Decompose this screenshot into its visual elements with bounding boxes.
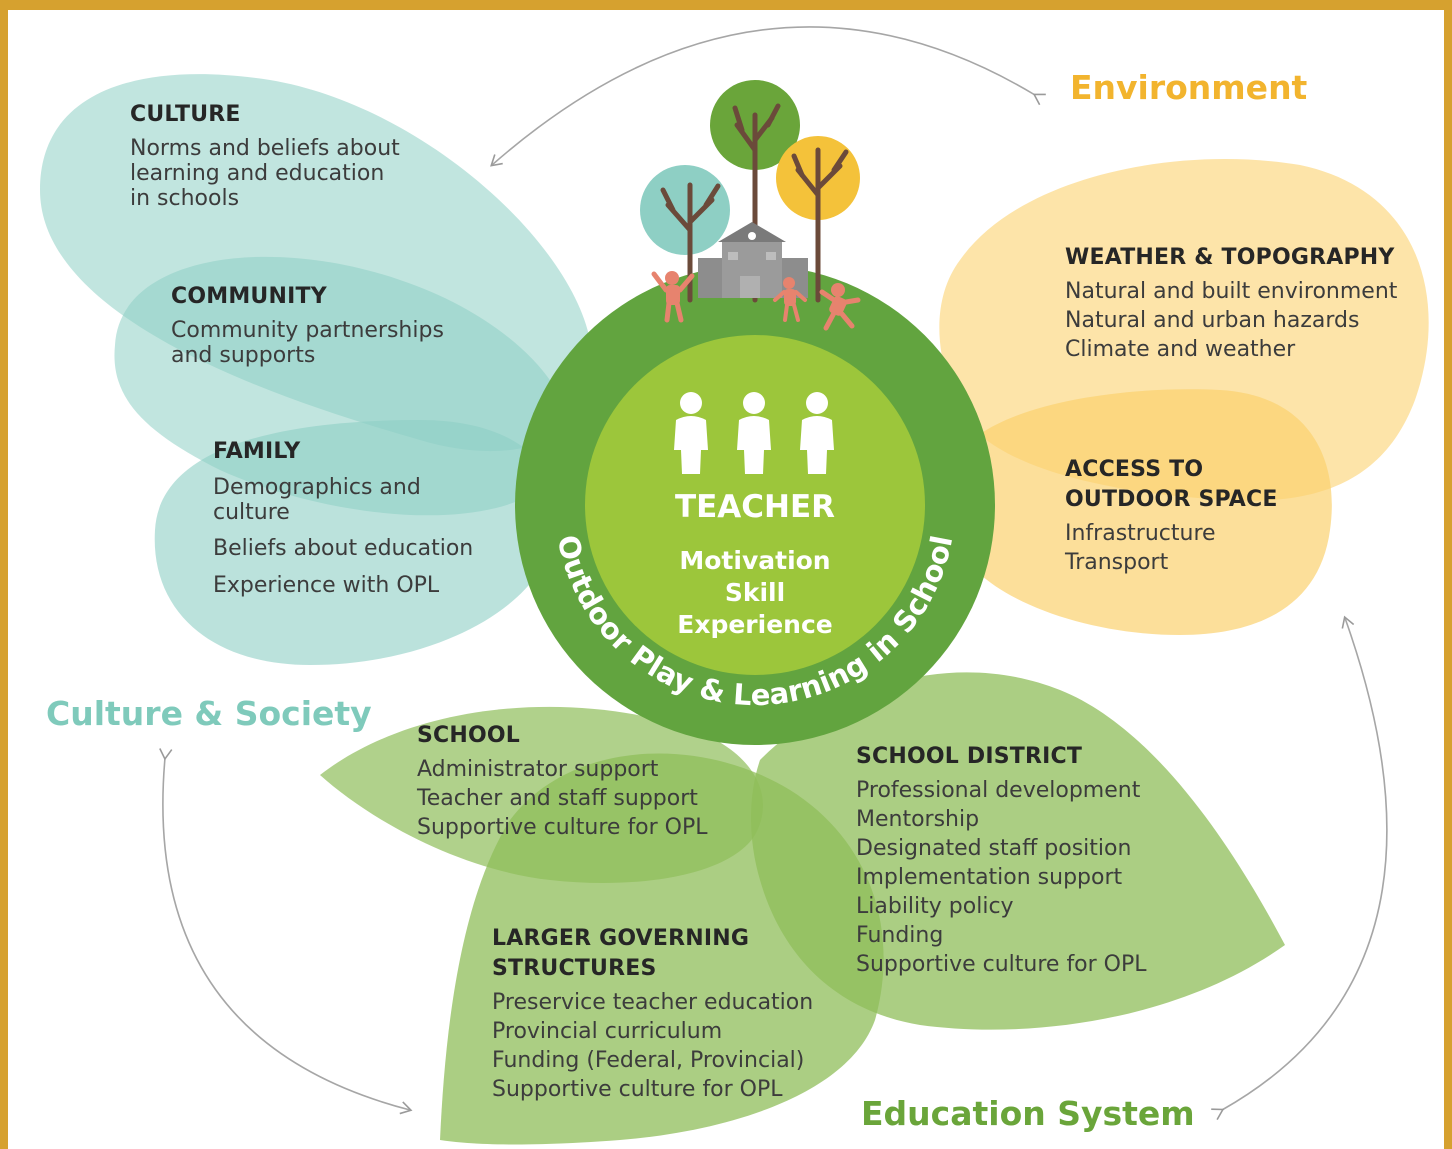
district-line: Funding: [856, 923, 944, 948]
weather-line: Natural and built environment: [1065, 279, 1398, 304]
attribute-skill: Skill: [724, 578, 786, 607]
governing-heading: STRUCTURES: [492, 956, 657, 981]
access-heading: OUTDOOR SPACE: [1065, 487, 1278, 512]
environment-petals: [939, 159, 1429, 635]
governing-line: Supportive culture for OPL: [492, 1077, 783, 1102]
attribute-experience: Experience: [677, 610, 833, 639]
school-block: SCHOOL Administrator support Teacher and…: [417, 721, 708, 842]
culture-line: in schools: [130, 186, 240, 211]
community-line: and supports: [171, 343, 316, 368]
family-block: FAMILY Demographics and culture Beliefs …: [213, 437, 473, 598]
access-line: Transport: [1065, 550, 1169, 575]
petal-access: [948, 389, 1332, 635]
teacher-attributes: Motivation Skill Experience: [655, 545, 855, 641]
weather-heading: WEATHER & TOPOGRAPHY: [1065, 245, 1395, 270]
district-line: Professional development: [856, 778, 1141, 803]
access-block: ACCESS TO OUTDOOR SPACE Infrastructure T…: [1065, 455, 1278, 577]
person-icon: [737, 392, 771, 474]
school-line: Supportive culture for OPL: [417, 815, 708, 840]
culture-heading: CULTURE: [130, 102, 241, 127]
school-heading: SCHOOL: [417, 723, 521, 748]
hilltop-scene: [640, 80, 861, 331]
cycle-arrow-icon: [1211, 615, 1388, 1121]
culture-line: learning and education: [130, 161, 385, 186]
person-icon: [800, 392, 834, 474]
person-icon: [674, 392, 708, 474]
governing-line: Preservice teacher education: [492, 990, 814, 1015]
district-line: Designated staff position: [856, 836, 1132, 861]
governing-line: Provincial curriculum: [492, 1019, 723, 1044]
teacher-title: TEACHER: [674, 489, 836, 525]
district-line: Mentorship: [856, 807, 980, 832]
petal-district: [751, 672, 1285, 1030]
attribute-motivation: Motivation: [679, 546, 831, 575]
culture-block: CULTURE Norms and beliefs about learning…: [130, 100, 400, 211]
community-heading: COMMUNITY: [171, 284, 327, 309]
school-line: Teacher and staff support: [417, 786, 698, 811]
cycle-arrow-icon: [159, 748, 413, 1115]
teacher-figures: [674, 392, 834, 474]
petal-governing: [440, 753, 884, 1145]
cycle-arrows: [159, 26, 1388, 1121]
family-line: Beliefs about education: [213, 536, 474, 561]
culture-society-petals: [40, 74, 593, 665]
center-circle: Outdoor Play & Learning in School: [515, 265, 995, 745]
community-line: Community partnerships: [171, 318, 444, 343]
family-heading: FAMILY: [213, 439, 301, 464]
petal-family: [154, 420, 558, 665]
family-line: Experience with OPL: [213, 573, 440, 598]
community-block: COMMUNITY Community partnerships and sup…: [171, 282, 444, 368]
child-icon: [773, 277, 807, 322]
weather-line: Natural and urban hazards: [1065, 308, 1360, 333]
education-system-petals: [320, 672, 1285, 1145]
cycle-arrow-icon: [490, 26, 1046, 167]
access-line: Infrastructure: [1065, 521, 1216, 546]
district-line: Liability policy: [856, 894, 1014, 919]
governing-line: Funding (Federal, Provincial): [492, 1048, 805, 1073]
governing-block: LARGER GOVERNING STRUCTURES Preservice t…: [492, 924, 813, 1104]
access-heading: ACCESS TO: [1065, 457, 1204, 482]
district-block: SCHOOL DISTRICT Professional development…: [856, 742, 1147, 979]
family-line: culture: [213, 500, 290, 525]
child-icon: [651, 271, 695, 323]
tree-yellow-icon: [776, 136, 860, 303]
inner-circle: [585, 335, 925, 675]
child-icon: [819, 283, 861, 331]
district-line: Supportive culture for OPL: [856, 952, 1147, 977]
governing-heading: LARGER GOVERNING: [492, 926, 750, 951]
district-line: Implementation support: [856, 865, 1123, 890]
category-education-system: Education System: [861, 1094, 1195, 1133]
weather-block: WEATHER & TOPOGRAPHY Natural and built e…: [1065, 243, 1397, 364]
district-heading: SCHOOL DISTRICT: [856, 744, 1083, 769]
weather-line: Climate and weather: [1065, 337, 1296, 362]
school-line: Administrator support: [417, 757, 659, 782]
category-culture-society: Culture & Society: [46, 694, 372, 733]
tree-green-icon: [710, 80, 800, 303]
family-line: Demographics and: [213, 475, 421, 500]
category-environment: Environment: [1070, 68, 1308, 107]
culture-line: Norms and beliefs about: [130, 136, 400, 161]
